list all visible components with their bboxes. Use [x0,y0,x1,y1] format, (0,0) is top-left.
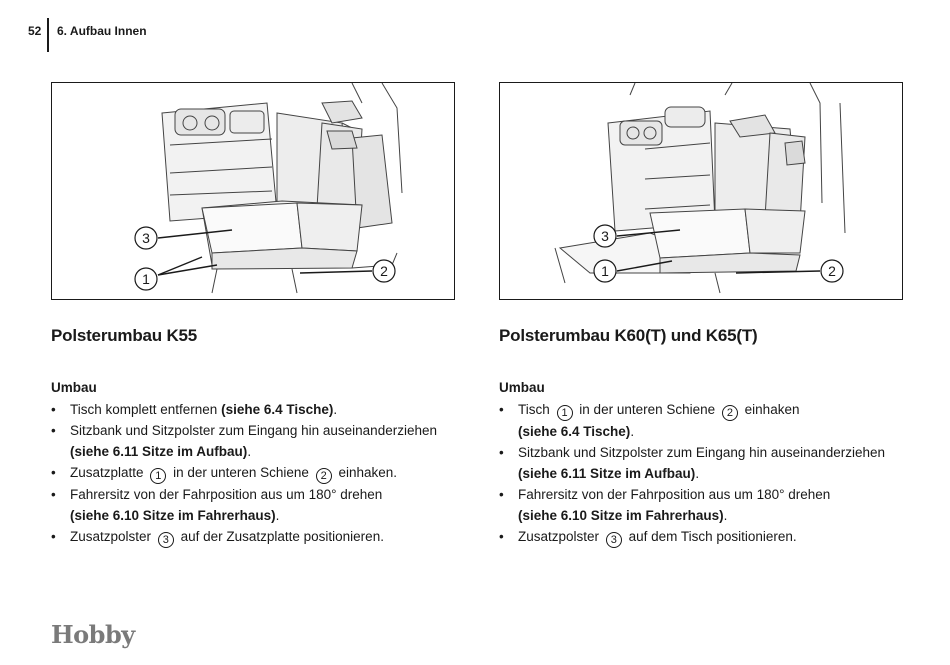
steps-list: Tisch komplett entfernen (siehe 6.4 Tisc… [51,399,471,548]
section-title: 6. Aufbau Innen [57,24,147,38]
page-header: 52 6. Aufbau Innen [0,0,950,60]
figure-left-k55: 3 1 2 [51,82,455,300]
svg-text:1: 1 [601,263,609,279]
number-circle: 3 [157,532,174,548]
header-divider [47,18,49,52]
column-k55: Polsterumbau K55 Umbau Tisch komplett en… [51,326,471,548]
list-item: Fahrersitz von der Fahrposition aus um 1… [51,484,471,526]
figure-right-k60-k65: 3 1 2 [499,82,903,300]
column-k60-k65: Polsterumbau K60(T) und K65(T) Umbau Tis… [499,326,919,548]
list-item: Sitzbank und Sitzpolster zum Eingang hin… [51,420,471,462]
svg-text:3: 3 [601,228,609,244]
list-item: Sitzbank und Sitzpolster zum Eingang hin… [499,442,919,484]
subheading-umbau: Umbau [499,380,545,395]
illustration-k60-k65: 3 1 2 [554,83,846,294]
callout-1: 1 [134,267,158,291]
number-circle: 1 [556,405,573,421]
callout-1: 1 [593,259,617,283]
list-item: Zusatzplatte 1 in der unteren Schiene 2 … [51,462,471,484]
number-circle: 1 [150,468,167,484]
heading-k60-k65: Polsterumbau K60(T) und K65(T) [499,326,758,345]
svg-text:3: 3 [142,230,150,246]
svg-text:2: 2 [380,263,388,279]
steps-list: Tisch 1 in der unteren Schiene 2 einhake… [499,399,919,548]
callout-3: 3 [134,226,158,250]
list-item: Tisch komplett entfernen (siehe 6.4 Tisc… [51,399,471,420]
page-number: 52 [28,24,42,38]
svg-text:1: 1 [142,271,150,287]
list-item: Fahrersitz von der Fahrposition aus um 1… [499,484,919,526]
number-circle: 2 [721,405,738,421]
heading-k55: Polsterumbau K55 [51,326,198,345]
hobby-logo: Hobby [51,620,135,649]
list-item: Tisch 1 in der unteren Schiene 2 einhake… [499,399,919,442]
subheading-umbau: Umbau [51,380,97,395]
number-circle: 3 [605,532,622,548]
svg-text:2: 2 [828,263,836,279]
illustration-k55: 3 1 2 [134,83,403,294]
list-item: Zusatzpolster 3 auf der Zusatzplatte pos… [51,526,471,548]
callout-2: 2 [820,259,844,283]
list-item: Zusatzpolster 3 auf dem Tisch positionie… [499,526,919,548]
callout-3: 3 [593,224,617,248]
number-circle: 2 [315,468,332,484]
callout-2: 2 [372,259,396,283]
